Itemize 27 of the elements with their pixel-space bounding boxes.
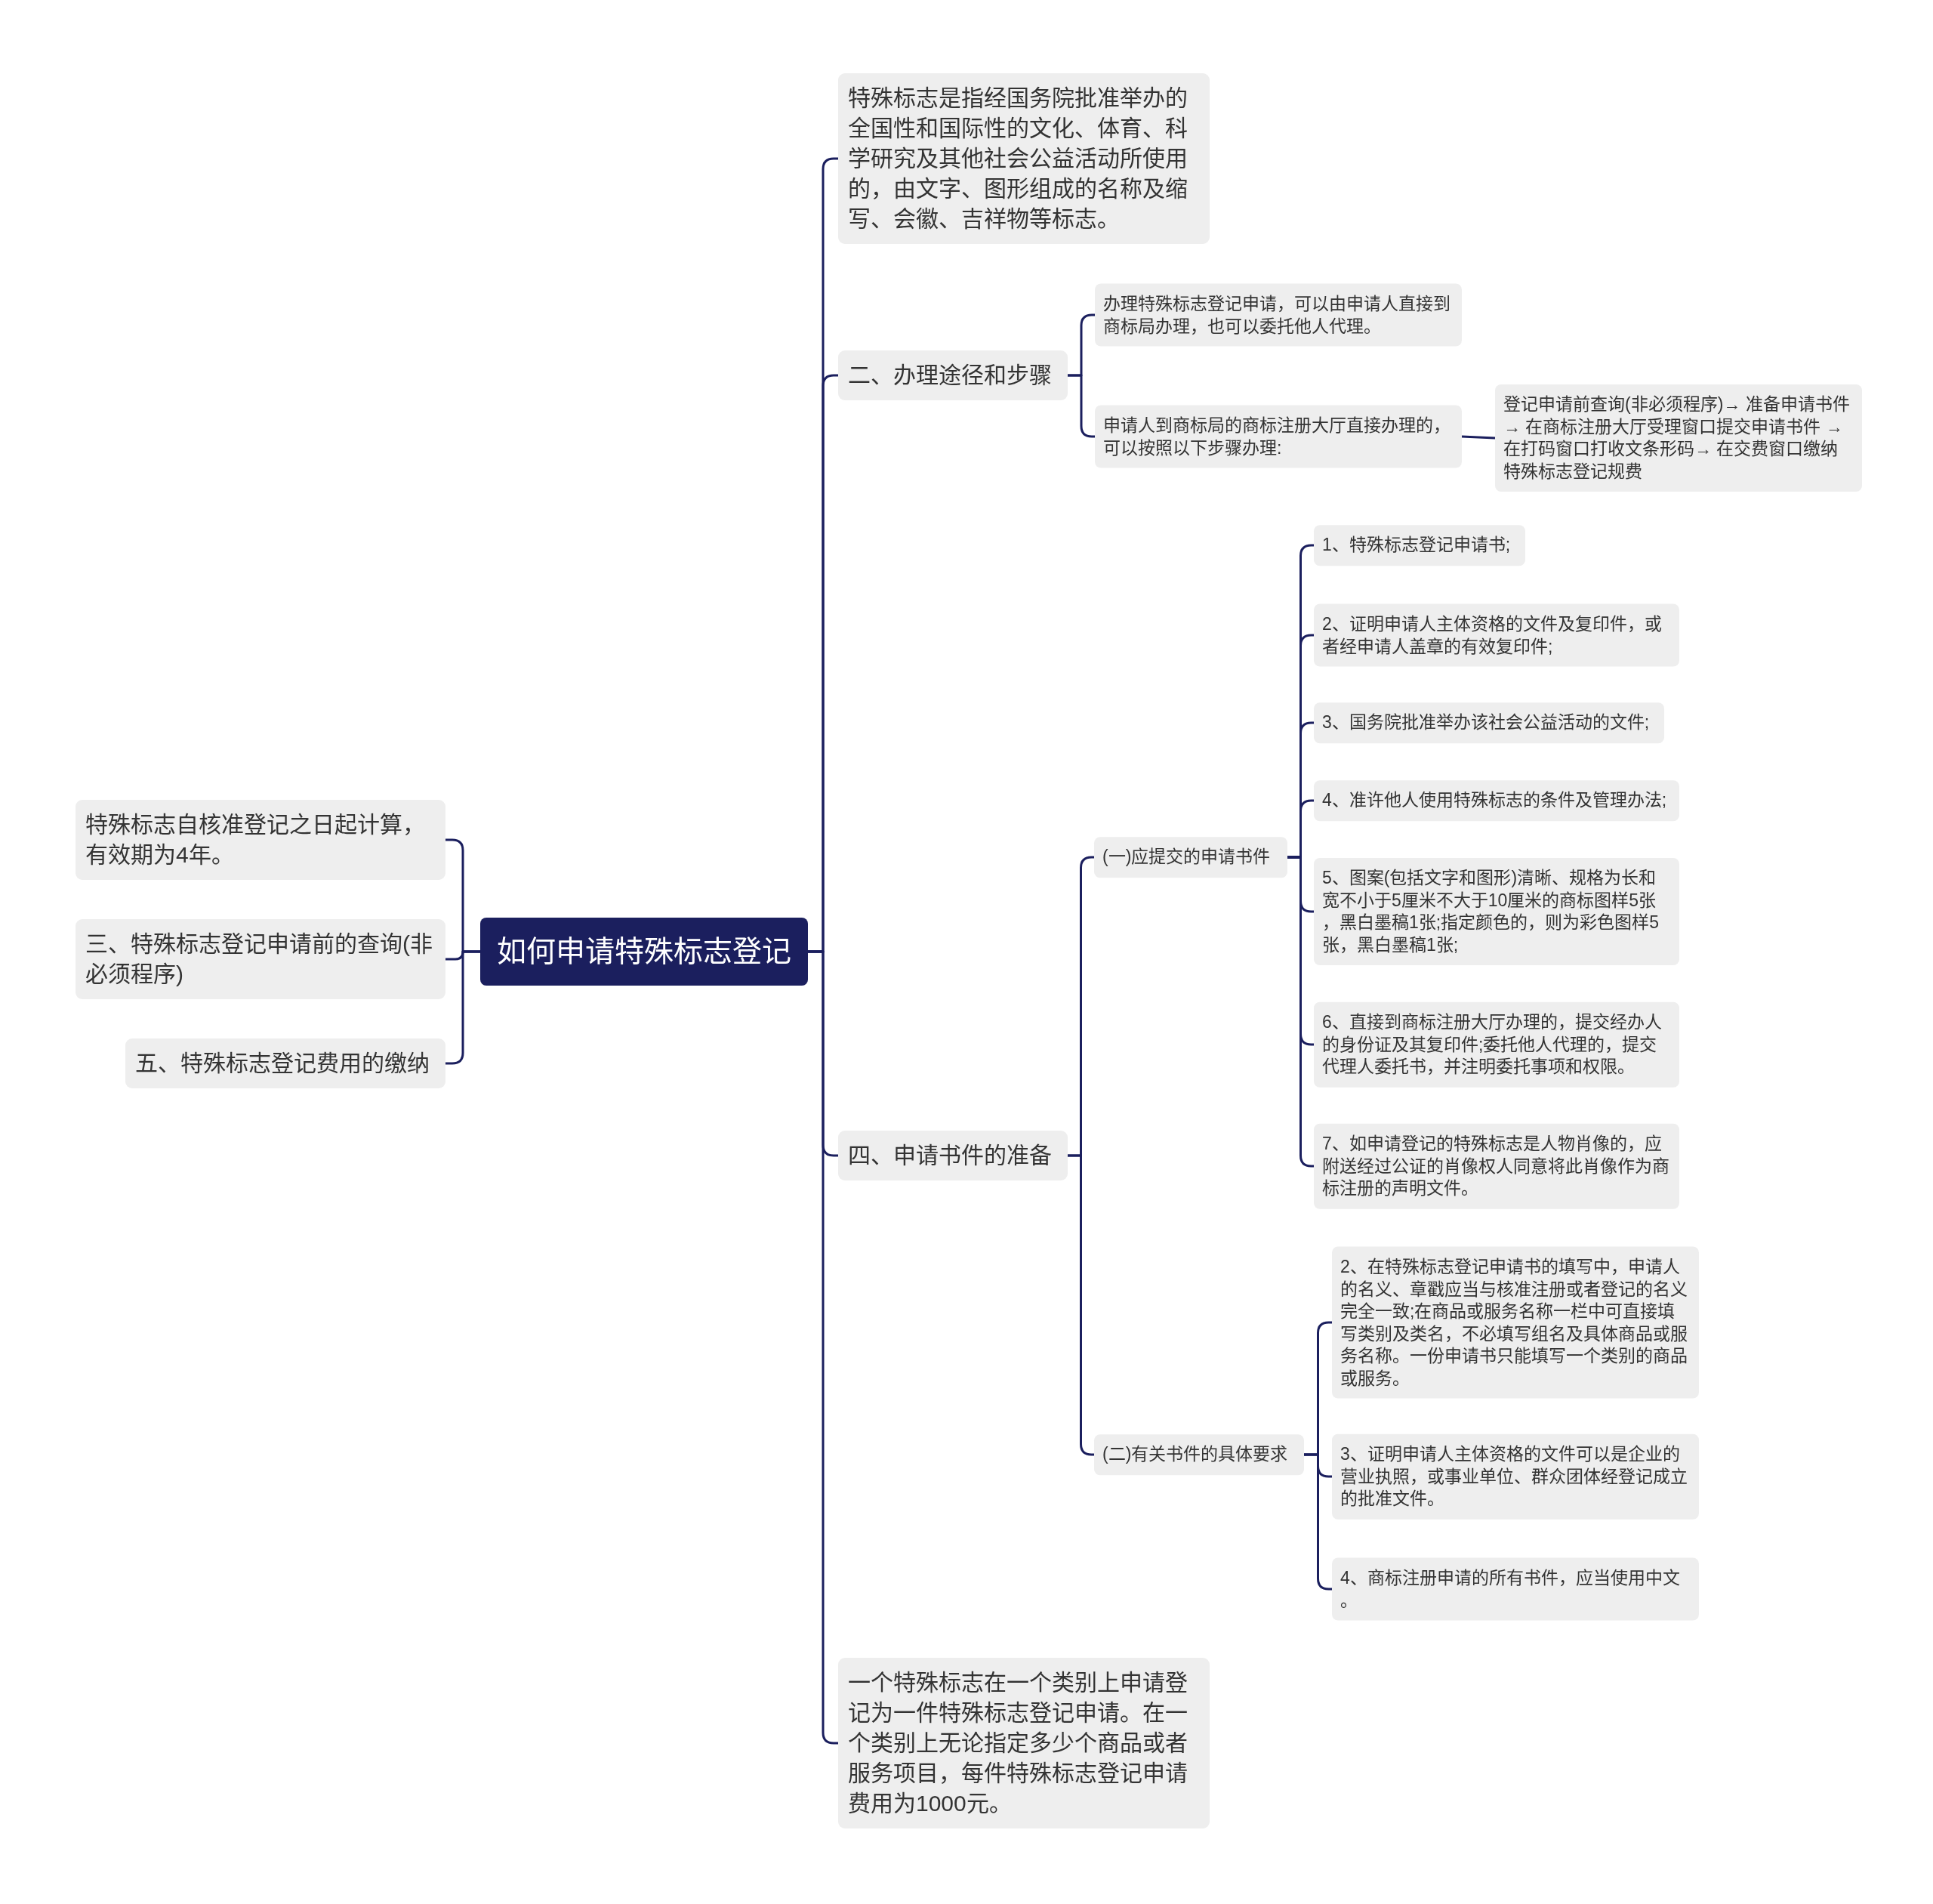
topic-box: 五、特殊标志登记费用的缴纳 bbox=[125, 1038, 445, 1088]
topic-box: 一个特殊标志在一个类别上申请登记为一件特殊标志登记申请。在一个类别上无论指定多少个商品或者服务项目，每件特殊标志登记申请费用为1000元。 bbox=[838, 1658, 1210, 1828]
subtopic-box: 2、证明申请人主体资格的文件及复印件，或者经申请人盖章的有效复印件; bbox=[1314, 603, 1679, 667]
subtopic-box: 办理特殊标志登记申请，可以由申请人直接到商标局办理，也可以委托他人代理。 bbox=[1095, 283, 1462, 347]
subtopic-box: (二)有关书件的具体要求 bbox=[1094, 1434, 1304, 1475]
connector-line bbox=[808, 950, 839, 1745]
subtopic-box: 7、如申请登记的特殊标志是人物肖像的，应附送经过公证的肖像权人同意将此肖像作为商标注册的声明文件。 bbox=[1314, 1123, 1679, 1209]
subtopic-box: 2、在特殊标志登记申请书的填写中，申请人的名义、章戳应当与核准注册或者登记的名义完全一致;在商品或服务名称一栏中可直接填写类别及类名，不必填写组名及具体商品或服务名称。一份申请书只能填写一个类别的商品或服务。 bbox=[1332, 1246, 1699, 1399]
topic-box: 二、办理途径和步骤 bbox=[838, 350, 1068, 400]
subtopic-box: 3、证明申请人主体资格的文件可以是企业的营业执照，或事业单位、群众团体经登记成立的批准文件。 bbox=[1332, 1433, 1699, 1520]
connector-line bbox=[1287, 856, 1314, 1168]
subtopic-box: 申请人到商标局的商标注册大厅直接办理的，可以按照以下步骤办理: bbox=[1095, 405, 1462, 468]
topic-box: 四、申请书件的准备 bbox=[838, 1131, 1068, 1180]
connector-line bbox=[1461, 435, 1496, 440]
subtopic-box: 4、准许他人使用特殊标志的条件及管理办法; bbox=[1314, 780, 1679, 821]
subtopic-box: 1、特殊标志登记申请书; bbox=[1314, 525, 1525, 566]
subtopic-box: 5、图案(包括文字和图形)清晰、规格为长和宽不小于5厘米不大于10厘米的商标图样5张，黑白墨稿1张;指定颜色的，则为彩色图样5张，黑白墨稿1张; bbox=[1314, 858, 1679, 965]
topic-box: 特殊标志自核准登记之日起计算，有效期为4年。 bbox=[76, 800, 445, 880]
subtopic-box: 登记申请前查询(非必须程序)→ 准备申请书件 → 在商标注册大厅受理窗口提交申请书件 → 在打码窗口打收文条形码→ 在交费窗口缴纳特殊标志登记规费 bbox=[1495, 384, 1862, 492]
subtopic-box: 4、商标注册申请的所有书件，应当使用中文。 bbox=[1332, 1557, 1699, 1621]
subtopic-box: (一)应提交的申请书件 bbox=[1094, 837, 1287, 878]
connector-line bbox=[445, 950, 480, 1065]
topic-box: 特殊标志是指经国务院批准举办的全国性和国际性的文化、体育、科学研究及其他社会公益活动所使用的，由文字、图形组成的名称及缩写、会徽、吉祥物等标志。 bbox=[838, 73, 1210, 244]
topic-box: 三、特殊标志登记申请前的查询(非必须程序) bbox=[76, 919, 445, 999]
central-topic-box: 如何申请特殊标志登记 bbox=[480, 918, 808, 986]
subtopic-box: 6、直接到商标注册大厅办理的，提交经办人的身份证及其复印件;委托他人代理的，提交代理人委托书，并注明委托事项和权限。 bbox=[1314, 1001, 1679, 1088]
subtopic-box: 3、国务院批准举办该社会公益活动的文件; bbox=[1314, 702, 1664, 743]
